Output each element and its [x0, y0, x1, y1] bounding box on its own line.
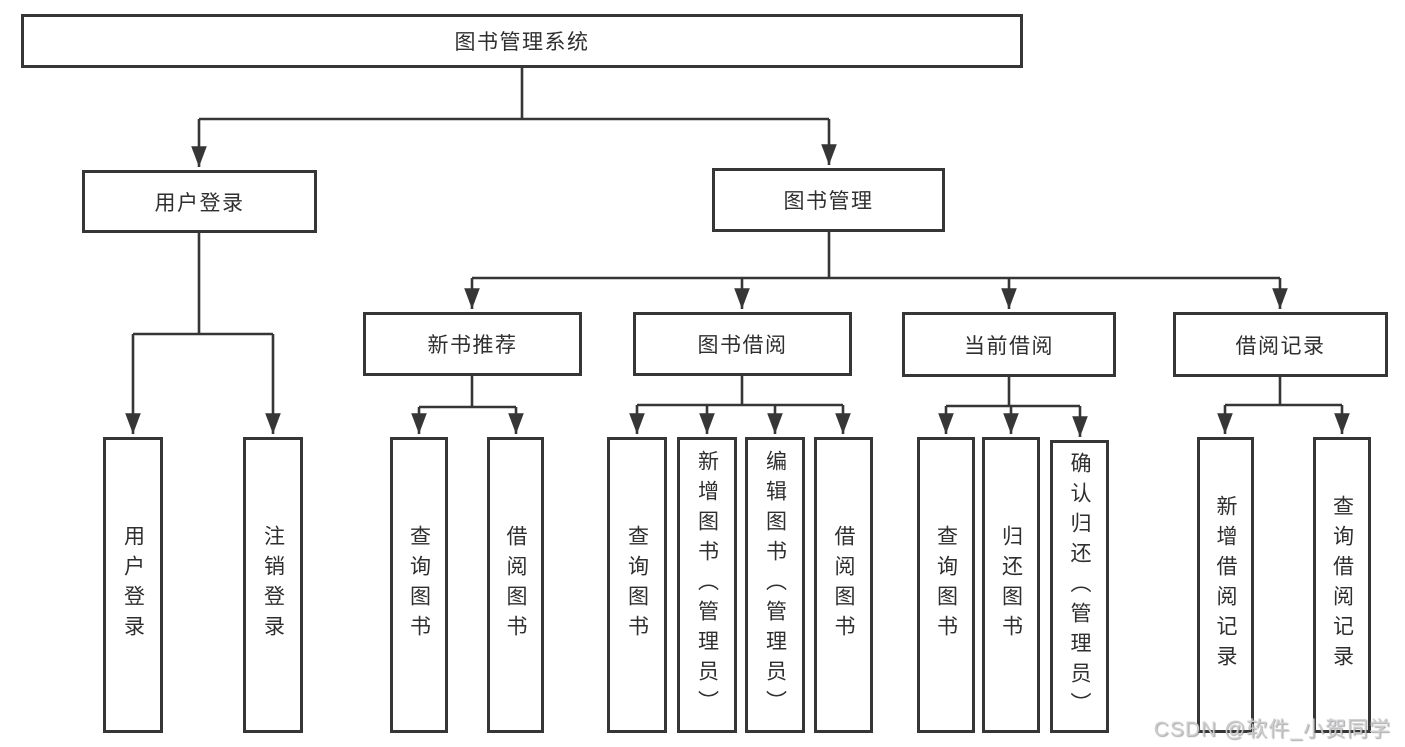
leaf-borrow-books-recommend: 借阅图书	[487, 437, 544, 733]
node-new-book-recommend: 新书推荐	[363, 312, 582, 376]
leaf-add-book-admin: 新增图书（管理员）	[677, 437, 737, 733]
leaf-add-borrow-record: 新增借阅记录	[1197, 437, 1254, 733]
leaf-logout-login: 注销登录	[243, 437, 303, 733]
csdn-watermark: CSDN @软件_小贺同学	[1153, 718, 1391, 741]
leaf-query-books-borrow: 查询图书	[607, 437, 667, 733]
leaf-user-login: 用户登录	[103, 437, 163, 733]
node-book-management: 图书管理	[712, 168, 945, 232]
node-current-borrow: 当前借阅	[902, 312, 1116, 377]
leaf-borrow-books: 借阅图书	[814, 437, 873, 733]
leaf-query-borrow-record: 查询借阅记录	[1313, 437, 1371, 733]
leaf-confirm-return-admin: 确认归还（管理员）	[1050, 440, 1109, 733]
leaf-return-books: 归还图书	[982, 437, 1040, 733]
node-library-management-system: 图书管理系统	[21, 14, 1023, 68]
leaf-edit-book-admin: 编辑图书（管理员）	[745, 437, 805, 733]
node-borrow-record: 借阅记录	[1173, 312, 1388, 377]
leaf-query-books-current: 查询图书	[917, 437, 975, 733]
node-book-borrow: 图书借阅	[633, 312, 852, 376]
leaf-query-books-recommend: 查询图书	[390, 437, 448, 733]
node-user-login: 用户登录	[82, 170, 317, 233]
